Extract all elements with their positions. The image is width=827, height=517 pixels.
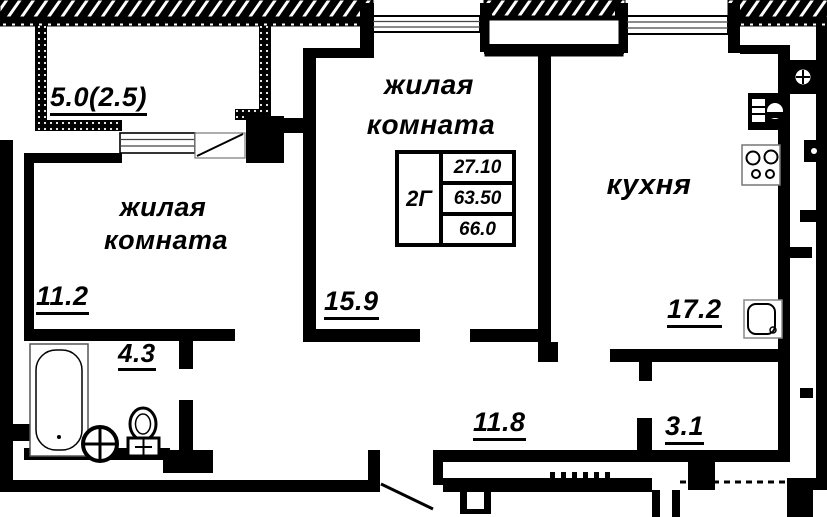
stove-4-burner-icon	[741, 144, 781, 186]
window-icon	[626, 15, 729, 35]
kitchen-name-label: кухня	[606, 169, 692, 201]
window-icon	[372, 15, 481, 33]
stairwell-outline	[460, 472, 787, 514]
balcony-door-icon	[194, 132, 246, 159]
bathtub-icon	[29, 343, 89, 457]
kitchen-area-label: 17.2	[667, 296, 722, 328]
washbasin-icon	[81, 425, 119, 463]
vent-shaft-icon	[804, 140, 824, 162]
window-bay	[484, 15, 624, 57]
vent-fan-icon	[786, 60, 820, 94]
balcony-area-label: 5.0(2.5)	[50, 84, 148, 116]
window-icon	[119, 132, 196, 154]
living-area-value: 27.10	[443, 154, 512, 185]
living-room-2-area-label: 15.9	[324, 288, 379, 320]
floor-area-value: 63.50	[443, 185, 512, 216]
apartment-type-label: 2Г	[399, 154, 443, 243]
total-area-value: 66.0	[459, 218, 496, 240]
hallway-area-label: 11.8	[473, 409, 526, 441]
living-room-1-name-line1: жилая	[119, 192, 207, 222]
apartment-stamp: 2Г 27.10 63.50 66.0	[395, 150, 516, 247]
bathroom-area-label: 4.3	[118, 340, 156, 371]
toilet-icon	[126, 406, 161, 458]
apartment-areas: 27.10 63.50 66.0	[443, 154, 512, 243]
entrance-door-icon	[380, 482, 434, 511]
living-room-2-name-line2: комната	[366, 109, 496, 140]
living-room-2-name-line1: жилая	[384, 69, 474, 100]
living-room-1-area-label: 11.2	[36, 283, 89, 315]
storage-area-label: 3.1	[665, 413, 705, 445]
kitchen-sink-icon	[743, 299, 783, 339]
vent-shaft-icon	[748, 93, 790, 130]
living-room-1-name-line2: комната	[104, 225, 228, 255]
